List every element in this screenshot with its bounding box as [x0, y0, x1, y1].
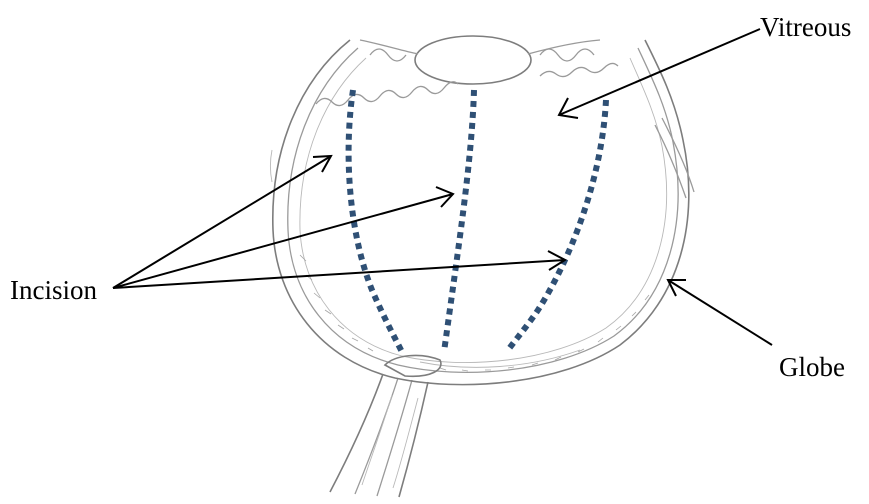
annotation-arrows	[113, 29, 772, 345]
iris-left	[360, 40, 418, 54]
vitreous-arrow-shaft	[559, 29, 760, 115]
muscle-left	[271, 150, 273, 182]
optic-nerve-fiber	[362, 395, 392, 485]
optic-nerve-inner-2	[377, 380, 412, 496]
incision-line-middle	[444, 90, 474, 352]
incision-arrow-shaft-2	[113, 194, 453, 288]
macula-line	[420, 350, 580, 367]
lens	[415, 36, 531, 84]
vitreous-label: Vitreous	[760, 14, 851, 41]
globe-arrow-shaft	[668, 280, 772, 345]
eye-globe-drawing	[271, 36, 695, 497]
ora-serrata-left	[316, 82, 458, 106]
retina-outline	[300, 58, 667, 363]
ciliary-body-right	[540, 49, 594, 61]
optic-nerve-outline-2	[399, 382, 428, 497]
optic-nerve-outline	[330, 374, 383, 492]
incision-label: Incision	[10, 277, 97, 304]
ciliary-body-left	[370, 49, 406, 61]
incision-line-right	[508, 100, 606, 350]
iris-right	[528, 40, 600, 54]
incision-arrow-shaft-1	[113, 156, 331, 288]
choroid-outline	[288, 48, 678, 372]
ora-serrata-right	[540, 63, 618, 76]
incision-arrow-shaft-3	[113, 260, 565, 288]
globe-label: Globe	[779, 354, 845, 381]
incision-lines	[349, 90, 606, 352]
